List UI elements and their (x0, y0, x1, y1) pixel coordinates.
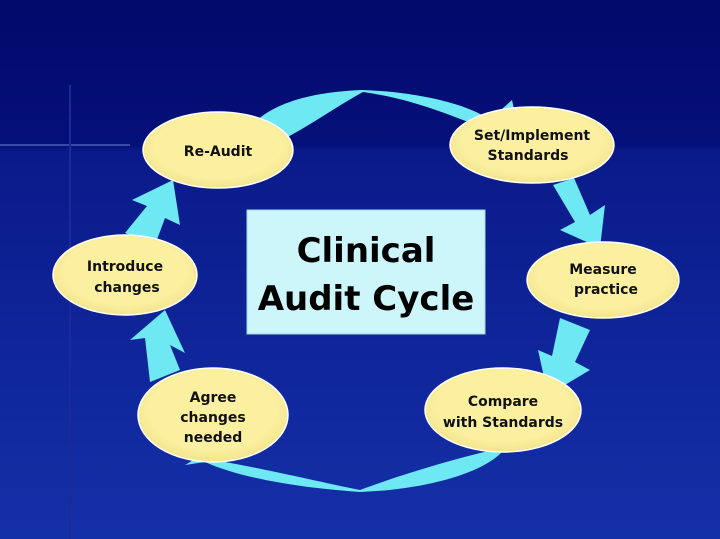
node-label: Agree (190, 390, 237, 406)
node-set-implement-standards: Set/Implement Standards (449, 106, 615, 184)
node-label: needed (184, 430, 243, 446)
title-line-1: Clinical (297, 231, 436, 271)
arrow-introduce-to-reaudit (125, 180, 180, 245)
arrow-agree-to-introduce (130, 310, 185, 382)
node-label: changes (94, 280, 160, 296)
node-label: Re-Audit (184, 144, 253, 160)
node-compare-with-standards: Compare with Standards (424, 367, 582, 453)
node-label: Measure (569, 262, 637, 278)
arrow-compare-to-agree (185, 448, 502, 492)
title-line-2: Audit Cycle (258, 279, 475, 319)
node-measure-practice: Measure practice (526, 241, 680, 319)
arrow-set-to-measure (553, 178, 605, 248)
node-re-audit: Re-Audit (142, 111, 294, 189)
arrow-measure-to-compare (538, 318, 590, 395)
node-introduce-changes: Introduce changes (52, 234, 198, 316)
center-title-box (246, 209, 486, 335)
node-label: with Standards (443, 415, 563, 431)
node-label: Compare (468, 394, 538, 410)
node-label: Set/Implement (474, 128, 591, 144)
node-label: changes (180, 410, 246, 426)
node-agree-changes-needed: Agree changes needed (137, 367, 289, 463)
node-label: practice (574, 282, 638, 298)
node-label: Standards (488, 148, 569, 164)
node-label: Introduce (87, 259, 163, 275)
arrow-reaudit-to-set (240, 90, 520, 152)
